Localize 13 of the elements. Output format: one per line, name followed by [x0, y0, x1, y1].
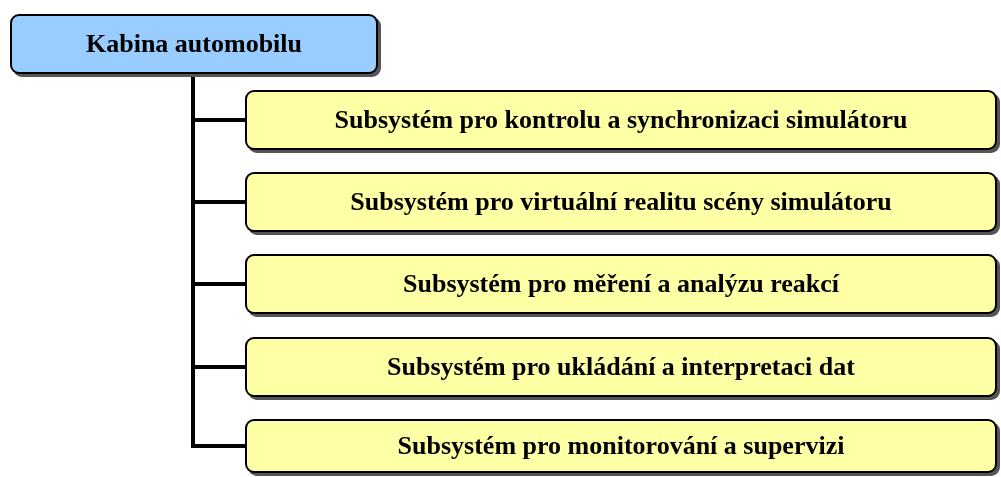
node-label: Subsystém pro kontrolu a synchronizaci simulátoru	[334, 105, 908, 135]
root-box	[10, 14, 378, 74]
subsystem-box	[245, 337, 997, 397]
subsystem-box	[245, 254, 997, 314]
subsystem-box	[245, 90, 997, 150]
node-label: Subsystém pro měření a analýzu reakcí	[403, 269, 839, 299]
connector-line	[191, 74, 245, 448]
subsystem-box	[245, 419, 997, 473]
node-label: Subsystém pro ukládání a interpretaci dat	[387, 352, 855, 382]
node-label: Subsystém pro monitorování a supervizi	[397, 431, 845, 461]
node-label: Kabina automobilu	[86, 29, 302, 59]
node-label: Subsystém pro virtuální realitu scény simulátoru	[350, 187, 892, 217]
subsystem-box	[245, 172, 997, 232]
